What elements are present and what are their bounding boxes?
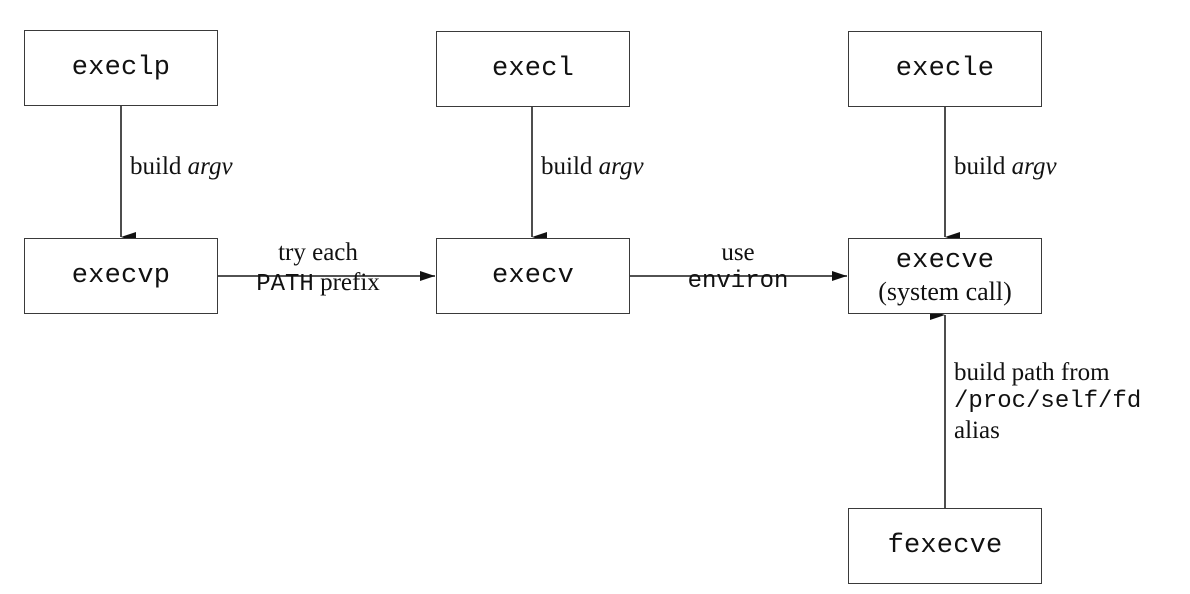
node-execve-label: execve: [895, 246, 995, 277]
edge-label-build-argv-right: build argv: [954, 152, 1057, 182]
node-execve[interactable]: execve (system call): [848, 238, 1042, 314]
edge-label-build-argv-middle: build argv: [541, 152, 644, 182]
try-each-path-mono: PATH: [256, 270, 314, 298]
edge-label-build-argv-left: build argv: [130, 152, 233, 182]
edge-label-use-environ: use environ: [648, 238, 828, 296]
build-argv-middle-italic: argv: [598, 153, 644, 180]
use-environ-mono: environ: [687, 267, 789, 295]
node-execv-label: execv: [491, 260, 574, 291]
node-execlp[interactable]: execlp: [24, 30, 218, 106]
node-execle-label: execle: [895, 53, 995, 84]
build-argv-left-plain: build: [130, 153, 188, 180]
node-execv[interactable]: execv: [436, 238, 630, 314]
use-environ-line1: use: [721, 239, 755, 266]
node-fexecve[interactable]: fexecve: [848, 508, 1042, 584]
build-argv-right-italic: argv: [1011, 153, 1057, 180]
node-execlp-label: execlp: [71, 52, 171, 83]
node-execl-label: execl: [491, 53, 574, 84]
node-execvp[interactable]: execvp: [24, 238, 218, 314]
fexecve-note-path: /proc/self/fd: [954, 387, 1142, 415]
build-argv-left-italic: argv: [187, 153, 233, 180]
fexecve-note-line1: build path from: [954, 359, 1110, 386]
try-each-line1: try each: [278, 239, 358, 266]
node-execve-sublabel: (system call): [878, 276, 1012, 306]
build-argv-middle-plain: build: [541, 153, 599, 180]
build-argv-right-plain: build: [954, 153, 1012, 180]
node-execle[interactable]: execle: [848, 31, 1042, 107]
node-fexecve-label: fexecve: [887, 530, 1003, 561]
node-execl[interactable]: execl: [436, 31, 630, 107]
edge-label-fexecve-note: build path from /proc/self/fd alias: [954, 358, 1190, 445]
fexecve-note-line3: alias: [954, 416, 1000, 444]
try-each-prefix: prefix: [313, 268, 380, 296]
node-execvp-label: execvp: [71, 260, 171, 291]
edge-label-try-each-path: try each PATH prefix: [228, 238, 408, 299]
